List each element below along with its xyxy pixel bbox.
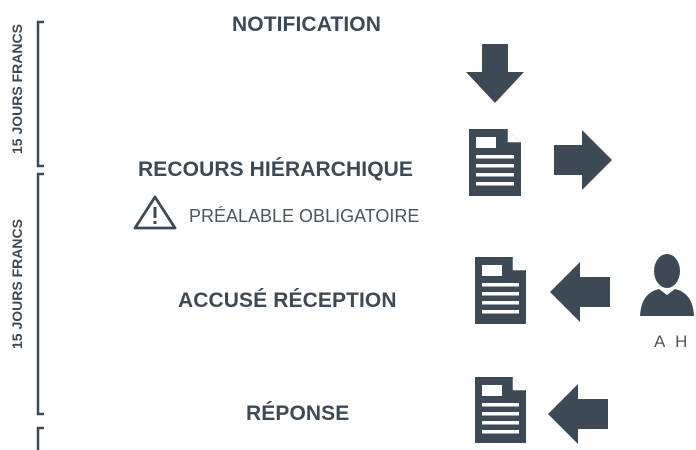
period-2-bracket: [36, 172, 44, 416]
arrow-left-icon: [550, 262, 610, 322]
actor-label: A H: [654, 332, 691, 351]
period-2-label: 15 JOURS FRANCS: [9, 219, 25, 349]
arrow-left-icon: [548, 384, 608, 444]
recours-note: PRÉALABLE OBLIGATOIRE: [189, 206, 420, 226]
period-3-bracket-start: [36, 426, 44, 450]
stage-notification: NOTIFICATION: [232, 13, 381, 36]
arrow-right-icon: [554, 130, 612, 190]
person-icon: [640, 254, 694, 316]
document-icon: [475, 257, 526, 324]
period-1-label: 15 JOURS FRANCS: [9, 24, 25, 154]
arrow-down-icon: [466, 44, 524, 103]
document-icon: [475, 377, 526, 443]
document-icon: [469, 129, 521, 196]
period-1-bracket: [36, 20, 44, 168]
warning-icon: [133, 195, 177, 230]
stage-accuse-reception: ACCUSÉ RÉCEPTION: [178, 289, 397, 312]
stage-recours-hierarchique: RECOURS HIÉRARCHIQUE: [138, 158, 414, 181]
stage-reponse: RÉPONSE: [246, 402, 350, 425]
